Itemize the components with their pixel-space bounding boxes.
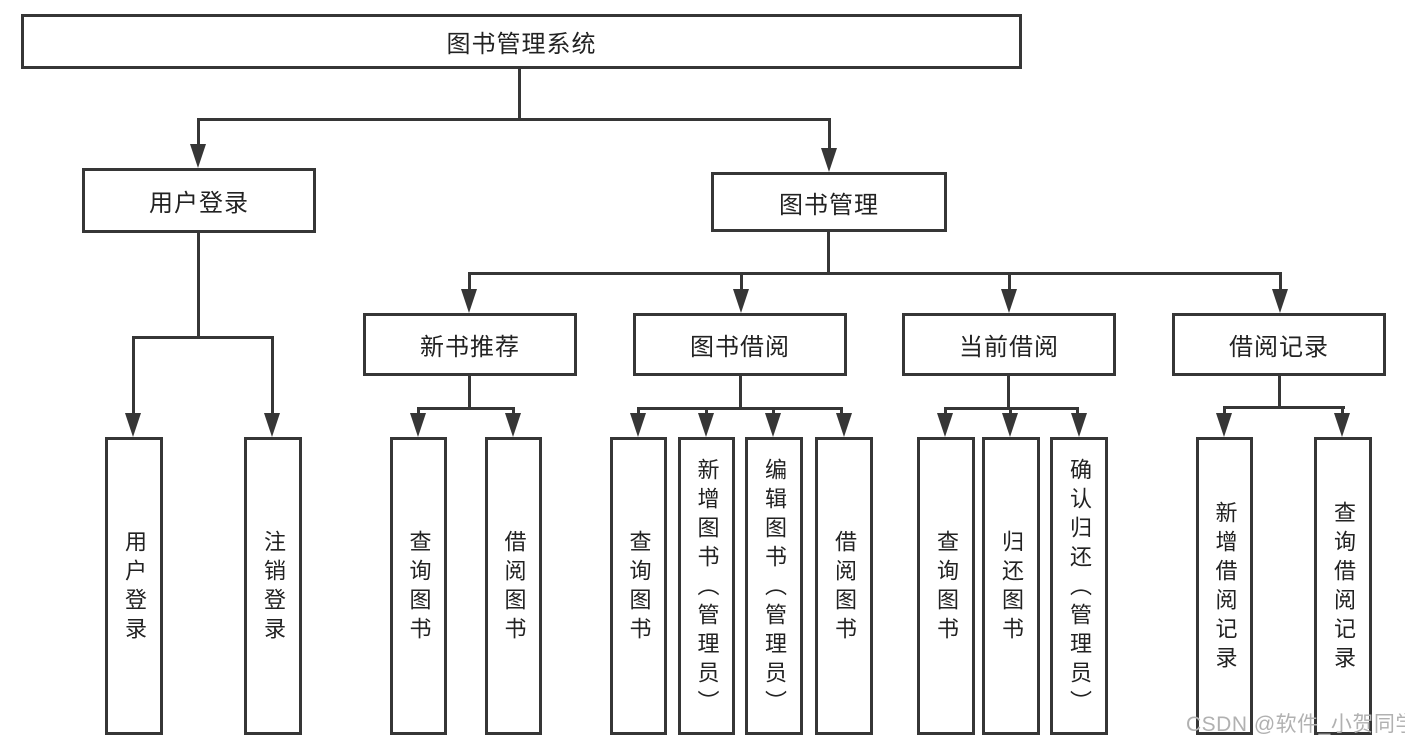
connector-line (772, 407, 775, 417)
connector-line (417, 407, 515, 410)
node-library-system: 图书管理系统 (21, 14, 1022, 69)
arrow-down-icon (765, 413, 781, 437)
node-recommend-query-books: 查询图书 (390, 437, 447, 735)
arrow-down-icon (1334, 413, 1350, 437)
arrow-down-icon (125, 413, 141, 437)
connector-line (739, 376, 742, 410)
connector-line (827, 232, 830, 272)
csdn-watermark: CSDN @软件_小贺同学 (1186, 713, 1405, 736)
connector-line (740, 272, 743, 292)
node-current-confirm-return-admin: 确认归还（管理员） (1050, 437, 1108, 735)
connector-line (271, 336, 274, 416)
arrow-down-icon (410, 413, 426, 437)
connector-line (1076, 407, 1079, 417)
connector-line (132, 336, 273, 339)
arrow-down-icon (1216, 413, 1232, 437)
node-current-query-books: 查询图书 (917, 437, 975, 735)
arrow-down-icon (190, 144, 206, 168)
connector-line (1341, 406, 1344, 417)
connector-line (1279, 272, 1282, 292)
arrow-down-icon (1272, 289, 1288, 313)
connector-line (197, 118, 831, 121)
connector-line (132, 336, 135, 416)
node-borrow-query-books: 查询图书 (610, 437, 667, 735)
connector-line (518, 69, 521, 118)
connector-line (1278, 376, 1281, 406)
node-recommend-borrow-books: 借阅图书 (485, 437, 542, 735)
connector-line (1008, 272, 1011, 292)
node-borrow-edit-books-admin: 编辑图书（管理员） (745, 437, 803, 735)
arrow-down-icon (1001, 289, 1017, 313)
arrow-down-icon (1002, 413, 1018, 437)
arrow-down-icon (698, 413, 714, 437)
connector-line (1223, 406, 1226, 417)
connector-line (197, 118, 200, 148)
node-logout-action: 注销登录 (244, 437, 302, 735)
node-current-return-books: 归还图书 (982, 437, 1040, 735)
connector-line (468, 272, 471, 292)
connector-line (197, 233, 200, 336)
arrow-down-icon (1071, 413, 1087, 437)
arrow-down-icon (821, 148, 837, 172)
arrow-down-icon (461, 289, 477, 313)
node-borrow-borrow-books: 借阅图书 (815, 437, 873, 735)
arrow-down-icon (264, 413, 280, 437)
node-current-borrow: 当前借阅 (902, 313, 1116, 376)
connector-line (828, 118, 831, 150)
connector-line (468, 272, 1281, 275)
node-records-query-record: 查询借阅记录 (1314, 437, 1372, 735)
node-user-login: 用户登录 (82, 168, 316, 233)
node-book-borrow: 图书借阅 (633, 313, 847, 376)
arrow-down-icon (630, 413, 646, 437)
arrow-down-icon (505, 413, 521, 437)
node-new-book-recommend: 新书推荐 (363, 313, 577, 376)
connector-line (705, 407, 708, 417)
connector-line (468, 376, 471, 410)
arrow-down-icon (733, 289, 749, 313)
node-records-add-record: 新增借阅记录 (1196, 437, 1253, 735)
connector-line (637, 407, 843, 410)
connector-line (1007, 376, 1010, 410)
node-borrow-records: 借阅记录 (1172, 313, 1386, 376)
connector-line (512, 407, 515, 417)
connector-line (1223, 406, 1345, 409)
node-book-management: 图书管理 (711, 172, 947, 232)
connector-line (637, 407, 640, 417)
connector-line (1009, 407, 1012, 417)
node-borrow-add-books-admin: 新增图书（管理员） (678, 437, 735, 735)
node-user-login-action: 用户登录 (105, 437, 163, 735)
connector-line (944, 407, 947, 417)
connector-line (417, 407, 420, 417)
connector-line (840, 407, 843, 417)
arrow-down-icon (836, 413, 852, 437)
arrow-down-icon (937, 413, 953, 437)
